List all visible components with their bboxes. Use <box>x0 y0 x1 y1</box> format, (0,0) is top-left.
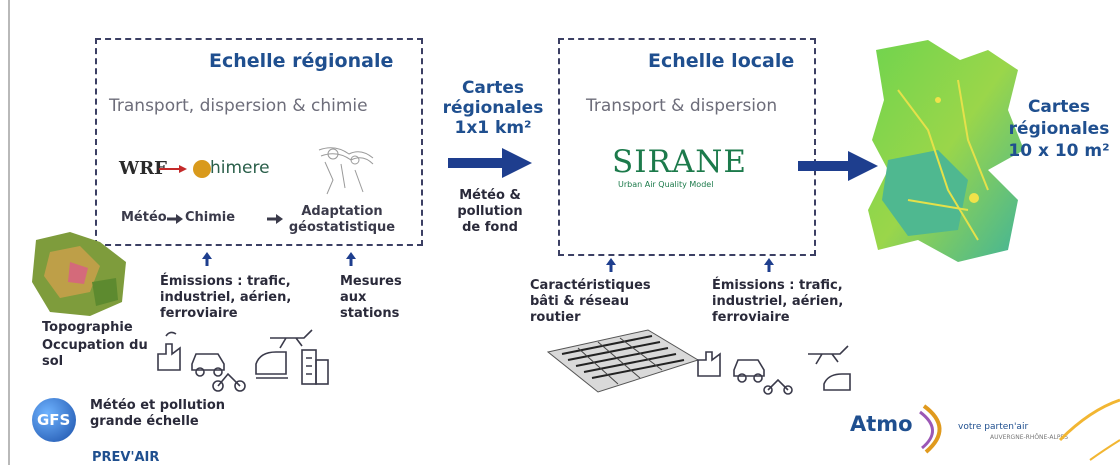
arrow-right-icon <box>267 214 283 224</box>
arrow-right-icon <box>167 214 183 224</box>
building-icon <box>301 349 329 385</box>
regional-map-image <box>868 40 1024 262</box>
local-scale-box: Echelle locale Transport & dispersion SI… <box>558 38 816 256</box>
regional-scale-box: Echelle régionale Transport, dispersion … <box>95 38 423 246</box>
local-subtitle: Transport & dispersion <box>586 96 778 116</box>
atmo-region: AUVERGNE-RHÔNE-ALPES <box>990 434 1069 441</box>
gfs-logo-text: GFS <box>37 411 71 429</box>
atmo-logo: Atmo <box>850 412 913 436</box>
car-icon <box>191 353 225 377</box>
regional-emissions-label: Émissions : trafic, industriel, aérien, … <box>160 274 292 321</box>
airplane-icon <box>270 329 313 349</box>
emission-icons-regional <box>157 329 329 392</box>
scooter-icon <box>763 378 793 395</box>
arrow-up-icon <box>346 252 356 266</box>
topography-map-image <box>32 232 126 316</box>
emission-icons-local <box>697 345 851 395</box>
flow-adaptation: Adaptation géostatistique <box>288 204 396 235</box>
factory-icon <box>697 351 721 377</box>
car-icon <box>733 359 765 383</box>
occupation-label: Occupation du sol <box>42 338 148 369</box>
arrow-up-icon <box>202 252 212 266</box>
statistics-sketch-icon <box>318 147 374 195</box>
chimere-logo: himere <box>210 158 270 178</box>
factory-icon <box>157 331 181 371</box>
chimere-logo-dot <box>193 160 211 178</box>
atmo-swoosh-icon <box>919 404 942 454</box>
train-icon <box>255 351 288 379</box>
decorative-swoosh-icon <box>1058 398 1120 461</box>
wrf-logo: WRF <box>119 158 167 179</box>
train-icon <box>823 373 851 391</box>
prevair-logo: PREV'AIR <box>92 450 160 465</box>
flow-chimie: Chimie <box>185 210 236 225</box>
cartes-10m-label: Cartes régionales 10 x 10 m² <box>1008 97 1110 161</box>
big-arrow-right-icon <box>798 151 878 181</box>
wrf-arrow-icon <box>159 165 187 173</box>
airplane-icon <box>808 345 849 365</box>
arrow-up-icon <box>606 258 616 272</box>
caracteristiques-label: Caractéristiques bâti & réseau routier <box>530 278 651 325</box>
regional-subtitle: Transport, dispersion & chimie <box>109 96 368 116</box>
meteo-grande-label: Météo et pollution grande échelle <box>90 398 226 429</box>
left-border <box>8 0 10 465</box>
meteo-pollution-fond-label: Météo & pollution de fond <box>457 188 523 235</box>
topographie-label: Topographie <box>42 320 133 335</box>
local-emissions-label: Émissions : trafic, industriel, aérien, … <box>712 278 844 325</box>
sirane-tagline: Urban Air Quality Model <box>618 180 714 189</box>
big-arrow-right-icon <box>448 148 532 178</box>
scooter-icon <box>212 372 246 392</box>
regional-title: Echelle régionale <box>209 50 394 72</box>
gfs-logo <box>32 398 76 442</box>
arrow-up-icon <box>764 258 774 272</box>
atmo-slogan: votre parten'air <box>958 422 1029 432</box>
urban-3d-image <box>546 329 700 393</box>
sirane-logo: SIRANE <box>612 144 747 180</box>
flow-meteo: Météo <box>121 210 167 225</box>
cartes-1km-label: Cartes régionales 1x1 km² <box>442 78 544 138</box>
local-title: Echelle locale <box>648 50 795 72</box>
mesures-label: Mesures aux stations <box>340 274 402 321</box>
